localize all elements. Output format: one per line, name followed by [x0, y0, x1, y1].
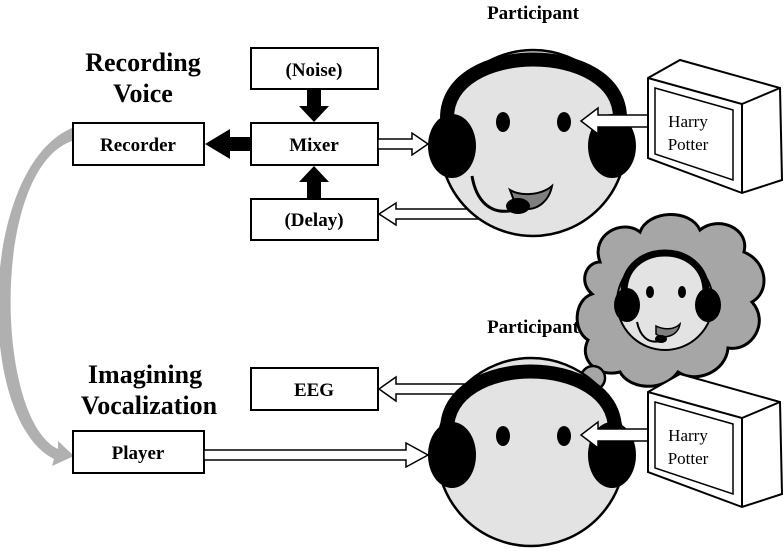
eeg-box: EEG — [250, 367, 379, 411]
monitor-top-line2: Potter — [668, 135, 709, 154]
recorder-to-player-curve — [0, 128, 74, 466]
player-label: Player — [112, 443, 165, 464]
participant-top-label: Participant — [487, 3, 579, 24]
mixer-to-recorder-arrow — [205, 129, 250, 159]
recorder-label: Recorder — [100, 135, 177, 156]
monitor-bottom-line1: Harry — [668, 426, 708, 445]
eeg-label: EEG — [294, 380, 334, 401]
headphone-left-icon — [428, 422, 476, 488]
participant-bottom-label: Participant — [487, 317, 579, 338]
noise-to-mixer-arrow — [299, 89, 329, 122]
player-box: Player — [72, 430, 205, 474]
thought-cloud — [551, 213, 766, 413]
imagining-title-line1: Imagining — [88, 360, 202, 389]
imagining-title-line2: Vocalization — [81, 391, 218, 420]
delay-box: (Delay) — [250, 198, 379, 241]
delay-label: (Delay) — [284, 210, 343, 231]
participant-top-head — [428, 48, 636, 238]
mixer-box: Mixer — [250, 122, 379, 166]
monitor-top-line1: Harry — [668, 112, 708, 131]
recording-voice-title: Recording Voice — [85, 48, 201, 108]
monitor-bottom: Harry Potter — [647, 372, 784, 509]
recorder-box: Recorder — [72, 122, 205, 166]
monitor-top: Harry Potter — [647, 58, 784, 195]
recording-title-line1: Recording — [85, 48, 201, 77]
delay-to-mixer-arrow — [299, 166, 329, 198]
imagined-face — [614, 249, 721, 351]
recording-title-line2: Voice — [113, 79, 173, 108]
mixer-to-headphone-arrow — [377, 131, 430, 157]
monitor-bottom-line2: Potter — [668, 449, 709, 468]
player-to-headphone-arrow — [203, 441, 430, 469]
noise-label: (Noise) — [286, 60, 343, 81]
headphone-left-icon — [428, 114, 476, 178]
microphone-icon — [506, 198, 530, 214]
mixer-label: Mixer — [289, 135, 339, 156]
mic-to-delay-arrow — [377, 201, 481, 227]
headphone-right-icon — [588, 114, 636, 178]
noise-box: (Noise) — [250, 47, 379, 90]
imagining-vocalization-title: Imagining Vocalization — [81, 360, 218, 420]
